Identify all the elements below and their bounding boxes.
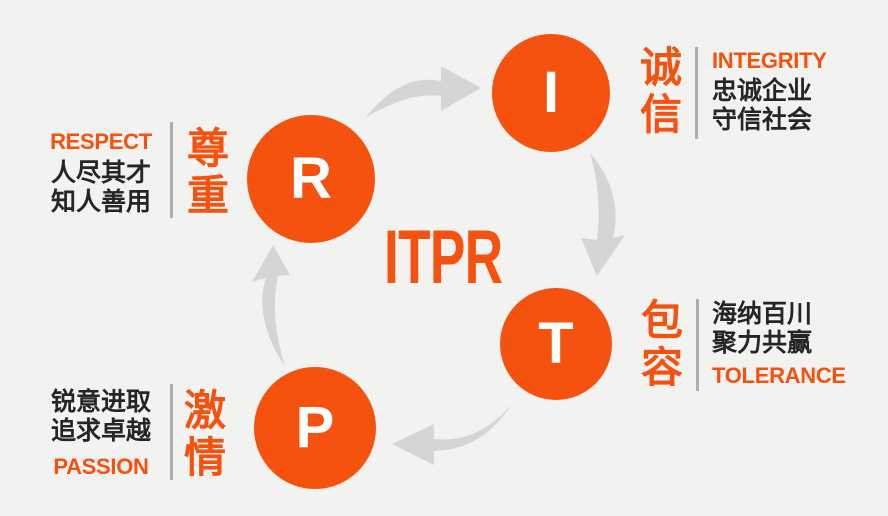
passion-divider <box>170 384 173 480</box>
tolerance-letter: T <box>538 311 574 376</box>
tolerance-desc-line: 海纳百川 <box>712 300 813 328</box>
passion-desc-line: 追求卓越 <box>50 417 151 445</box>
arrow-respect-to-integrity-icon <box>365 66 481 118</box>
respect-circle: R <box>247 115 375 243</box>
integrity-desc-line: 守信社会 <box>712 106 813 134</box>
integrity-divider <box>695 47 698 139</box>
passion-textblock: 锐意进取 追求卓越 PASSION <box>40 388 162 480</box>
arrow-tolerance-to-passion-icon <box>392 404 512 465</box>
tolerance-en-label: TOLERANCE <box>712 363 846 388</box>
respect-textblock: RESPECT 人尽其才 知人善用 <box>40 129 162 217</box>
arrow-passion-to-respect-icon <box>252 245 290 366</box>
arrow-integrity-to-tolerance-icon <box>581 153 625 276</box>
respect-divider <box>170 122 173 218</box>
respect-desc-line: 知人善用 <box>50 188 151 216</box>
center-title: ITPR <box>384 215 503 300</box>
tolerance-circle: T <box>500 288 612 400</box>
integrity-en-label: INTEGRITY <box>712 48 827 73</box>
integrity-textblock: INTEGRITY 忠诚企业 守信社会 <box>712 48 827 135</box>
respect-en-label: RESPECT <box>50 129 152 154</box>
integrity-circle: I <box>492 34 610 152</box>
respect-desc-line: 人尽其才 <box>50 159 151 187</box>
passion-letter: P <box>295 395 335 460</box>
passion-desc-line: 锐意进取 <box>50 388 151 416</box>
passion-en-label: PASSION <box>53 454 149 479</box>
passion-cn-label: 激情 <box>183 387 226 481</box>
respect-cn-label: 尊重 <box>186 125 229 219</box>
integrity-desc-line: 忠诚企业 <box>712 77 813 105</box>
respect-letter: R <box>290 146 332 211</box>
passion-circle: P <box>254 367 376 489</box>
tolerance-divider <box>696 299 699 391</box>
tolerance-textblock: 海纳百川 聚力共赢 TOLERANCE <box>712 300 846 389</box>
tolerance-desc-line: 聚力共赢 <box>712 329 813 357</box>
integrity-letter: I <box>542 60 560 125</box>
integrity-cn-label: 诚信 <box>639 44 682 138</box>
tolerance-cn-label: 包容 <box>640 297 683 391</box>
